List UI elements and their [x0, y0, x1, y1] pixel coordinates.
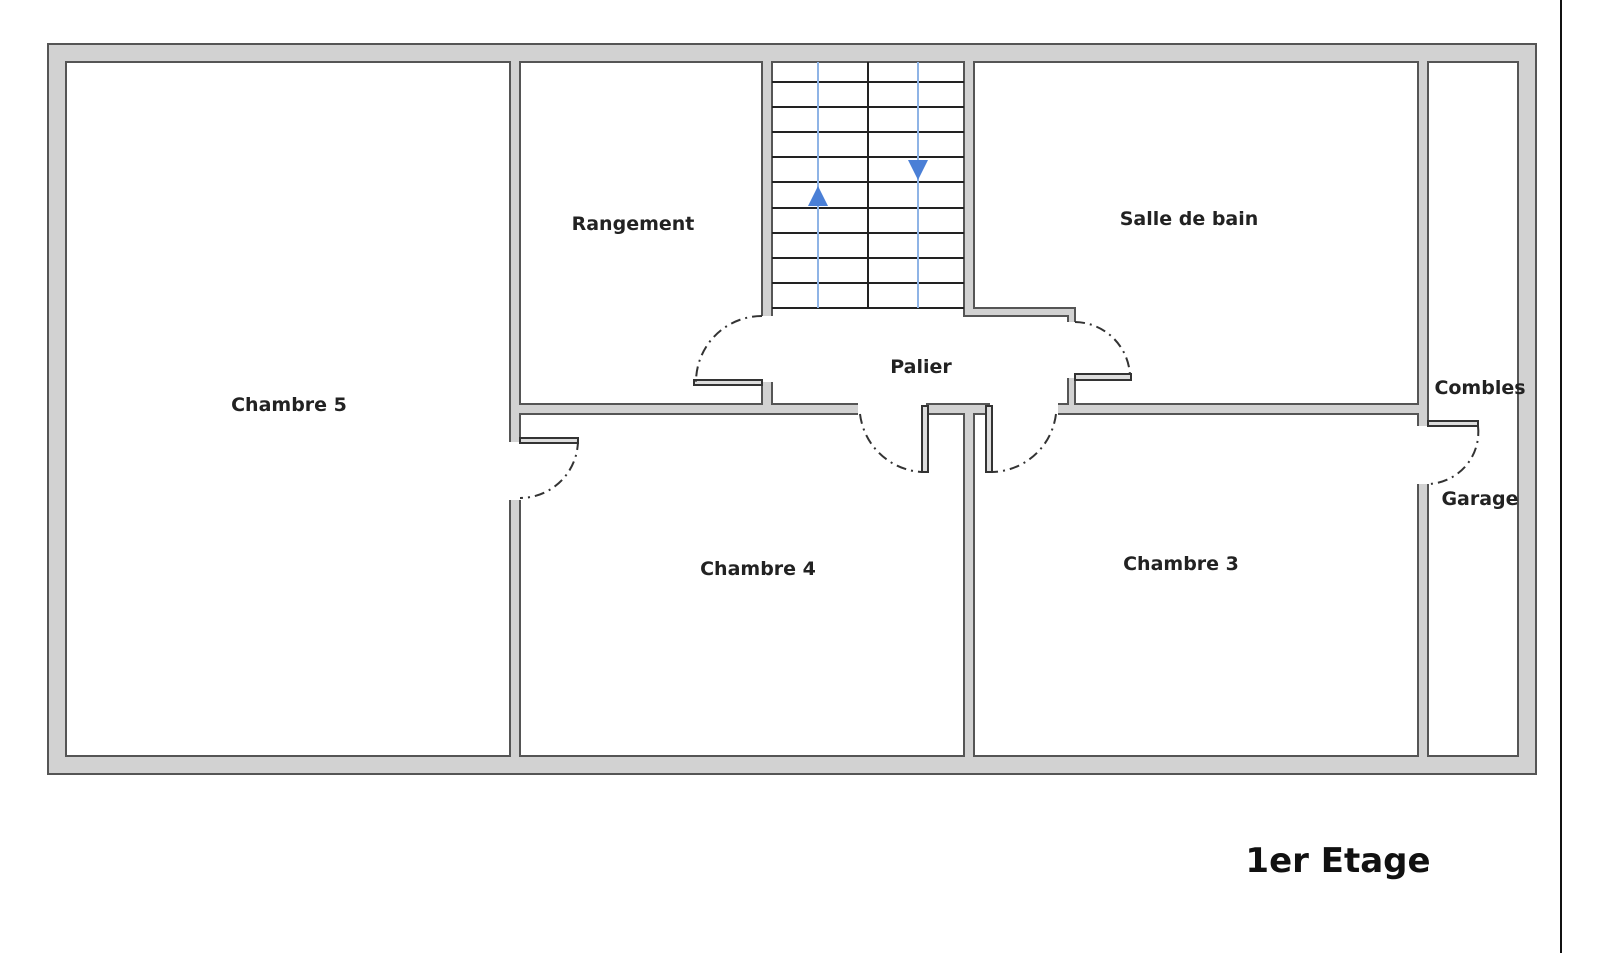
staircase	[772, 62, 964, 309]
stair-up-arrow-icon	[808, 186, 828, 206]
label-garage: Garage	[1441, 488, 1518, 510]
stair-down-arrow-icon	[908, 160, 928, 180]
door-chambre-3[interactable]	[985, 405, 1057, 473]
label-chambre-4: Chambre 4	[700, 558, 816, 580]
room-chambre-3	[973, 413, 1419, 757]
label-chambre-3: Chambre 3	[1123, 553, 1239, 575]
door-rangement[interactable]	[693, 315, 763, 386]
label-combles: Combles	[1434, 377, 1525, 399]
room-chambre-4	[519, 413, 965, 757]
door-salle-de-bain[interactable]	[1074, 321, 1132, 381]
room-combles-garage	[1427, 61, 1519, 757]
door-garage[interactable]	[1427, 420, 1480, 485]
door-chambre-4[interactable]	[859, 405, 929, 473]
label-palier: Palier	[890, 356, 952, 378]
door-chambre-5[interactable]	[519, 437, 579, 499]
label-salle-de-bain: Salle de bain	[1120, 208, 1259, 230]
label-rangement: Rangement	[572, 213, 695, 235]
floor-title: 1er Etage	[1245, 841, 1430, 881]
room-salle-de-bain	[973, 61, 1419, 405]
room-rangement	[519, 61, 763, 405]
label-chambre-5: Chambre 5	[231, 394, 347, 416]
room-chambre-5	[65, 61, 511, 757]
